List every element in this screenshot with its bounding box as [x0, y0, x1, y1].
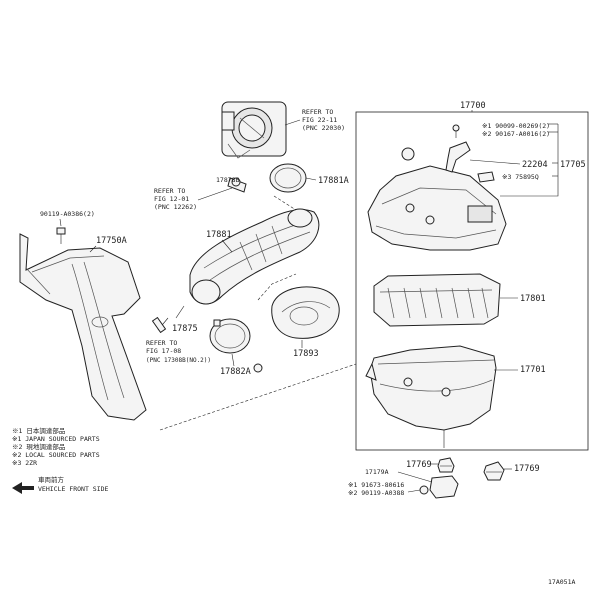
label-17893: 17893	[293, 349, 319, 359]
label-17705: 17705	[560, 160, 586, 170]
label-75895q: ※3 75895Q	[502, 173, 539, 181]
label-90167: ※2 90167-A0016(2)	[482, 130, 550, 138]
vehicle-front-arrow-icon	[12, 482, 34, 494]
legend-line-3: ※2 現地調達部品	[12, 442, 65, 451]
screw-90099[interactable]	[452, 124, 460, 138]
label-17875: 17875	[172, 324, 198, 334]
air-cleaner-case-17701[interactable]	[365, 345, 497, 431]
label-17881: 17881	[206, 230, 232, 240]
mass-air-flow-sensor-22204[interactable]	[445, 141, 471, 173]
legend-line-2: ※1 JAPAN SOURCED PARTS	[12, 435, 100, 443]
ref-fig-12-01-l2: FIG 12-01	[154, 195, 189, 203]
figure-code: 17A051A	[548, 578, 575, 586]
bracket-17179a[interactable]	[419, 475, 459, 499]
air-filter-element-17801[interactable]	[373, 273, 501, 327]
ref-fig-22-11-l2: FIG 22-11	[302, 116, 337, 124]
ref-fig-12-01-l3: (PNC 12262)	[154, 203, 197, 211]
grommet-17769-right[interactable]	[483, 461, 505, 481]
intake-hose-17881[interactable]	[189, 208, 320, 305]
label-91673: ※1 91673-80616	[348, 481, 404, 489]
label-90119-a0388: ※2 90119-A0388	[348, 489, 404, 497]
ref-fig-22-11-l3: (PNC 22030)	[302, 124, 345, 132]
label-17179a: 17179A	[365, 468, 389, 476]
label-90099: ※1 90099-00269(2)	[482, 122, 550, 130]
bolt-90119-a0386[interactable]	[56, 227, 66, 244]
legend-line-1: ※1 日本調達部品	[12, 426, 65, 435]
ref-fig-17-08-l2: FIG 17-08	[146, 347, 181, 355]
air-cleaner-cap-17705[interactable]	[367, 165, 507, 251]
clamp-ring-17882a[interactable]	[209, 318, 251, 354]
arrow-label-en: VEHICLE FRONT SIDE	[38, 485, 109, 493]
arrow-label-jp: 車両前方	[38, 475, 65, 484]
clamp-75895q[interactable]	[477, 171, 495, 183]
grommet-17769-left[interactable]	[437, 457, 455, 473]
label-17878b: 17878B	[216, 176, 240, 184]
ref-fig-17-08-l3: (PNC 17308B(NO.2))	[146, 357, 211, 364]
label-17700: 17700	[460, 101, 486, 111]
label-17769-right: 17769	[514, 464, 540, 474]
hose-connector-17878b[interactable]	[227, 177, 247, 193]
ref-fig-12-01-l1: REFER TO	[154, 187, 185, 195]
bolt-17875[interactable]	[151, 305, 185, 334]
intake-duct-17750a[interactable]	[19, 233, 147, 421]
throttle-body[interactable]	[221, 101, 287, 159]
label-17750a: 17750A	[96, 236, 127, 246]
label-17701: 17701	[520, 365, 546, 375]
cap-clip[interactable]	[401, 147, 415, 161]
legend-line-5: ※3 2ZR	[12, 459, 37, 467]
label-17769-left: 17769	[406, 460, 432, 470]
label-17881a: 17881A	[318, 176, 349, 186]
small-clip[interactable]	[253, 363, 263, 373]
ref-fig-17-08-l1: REFER TO	[146, 339, 177, 347]
label-90119-a0386: 90119-A0386(2)	[40, 210, 95, 218]
legend-line-4: ※2 LOCAL SOURCED PARTS	[12, 451, 100, 459]
ref-fig-22-11-l1: REFER TO	[302, 108, 333, 116]
ring-gasket-17881a[interactable]	[269, 163, 307, 193]
label-17801: 17801	[520, 294, 546, 304]
air-duct-17893[interactable]	[271, 286, 340, 339]
label-17882a: 17882A	[220, 367, 251, 377]
label-22204: 22204	[522, 160, 548, 170]
